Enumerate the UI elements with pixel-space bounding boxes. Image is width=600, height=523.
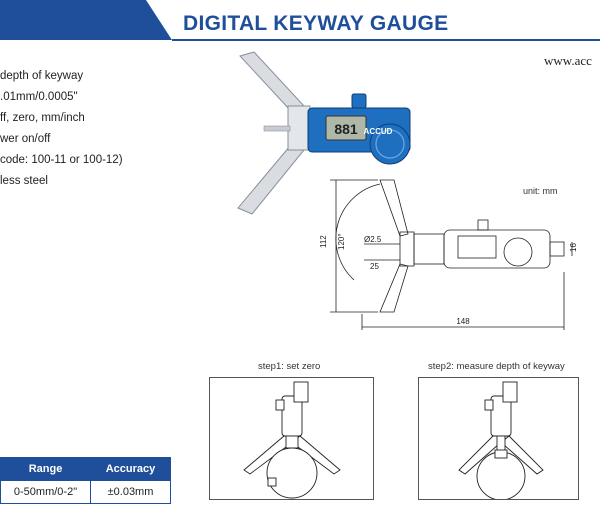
unit-label: unit: mm xyxy=(523,186,558,196)
dim-diameter: Ø2.5 xyxy=(364,235,382,244)
step2-illustration xyxy=(418,377,579,501)
header-banner xyxy=(0,0,172,40)
feature-item: wer on/off xyxy=(0,133,51,145)
feature-item: ff, zero, mm/inch xyxy=(0,112,85,124)
title-underline xyxy=(172,39,600,41)
website-text: www.acc xyxy=(544,53,592,68)
spec-table: Range Accuracy 0-50mm/0-2" ±0.03mm xyxy=(0,457,171,504)
dim-depth: 25 xyxy=(370,262,379,271)
lcd-display: 881 xyxy=(334,121,358,137)
dim-side: 16 xyxy=(569,243,578,252)
technical-drawing: 112 120° Ø2.5 25 148 16 xyxy=(319,179,578,330)
page-title: DIGITAL KEYWAY GAUGE xyxy=(183,12,449,35)
range-cell: 0-50mm/0-2" xyxy=(0,480,91,504)
feature-list: depth of keyway .01mm/0.0005" ff, zero, … xyxy=(0,66,123,192)
step1-label: step1: set zero xyxy=(258,361,321,372)
step1-illustration xyxy=(209,377,374,500)
feature-item: depth of keyway xyxy=(0,70,84,82)
dim-height: 112 xyxy=(319,235,328,248)
accuracy-cell: ±0.03mm xyxy=(90,480,171,504)
dim-angle: 120° xyxy=(337,233,346,250)
feature-item: code: 100-11 or 100-12) xyxy=(0,154,123,166)
feature-item: .01mm/0.0005" xyxy=(0,91,78,103)
range-header: Range xyxy=(0,457,91,481)
step2-label: step2: measure depth of keyway xyxy=(428,361,565,372)
feature-item: less steel xyxy=(0,175,48,187)
table-row: 0-50mm/0-2" ±0.03mm xyxy=(0,480,171,504)
accuracy-header: Accuracy xyxy=(90,457,171,481)
dim-length: 148 xyxy=(456,317,470,326)
product-photo: 881 ACCUD xyxy=(237,51,411,215)
spec-header-row: Range Accuracy xyxy=(0,457,171,481)
brand-label: ACCUD xyxy=(364,127,393,136)
